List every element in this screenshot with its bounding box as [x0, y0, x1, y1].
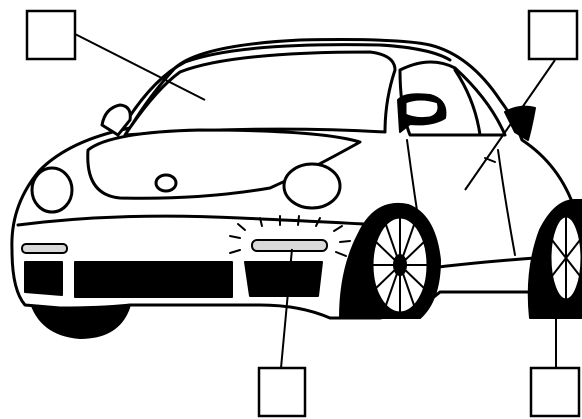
label-box-headlight[interactable]	[259, 368, 305, 416]
right-headlight	[284, 164, 340, 208]
left-headlight	[32, 168, 72, 212]
left-turn-light	[22, 244, 67, 253]
label-box-door[interactable]	[529, 11, 577, 59]
right-intake	[245, 262, 322, 296]
left-intake	[25, 262, 62, 295]
front-grille	[75, 262, 232, 297]
label-box-wheel[interactable]	[531, 368, 579, 416]
car-drawing	[12, 40, 582, 338]
windshield	[125, 52, 395, 135]
right-turn-light	[252, 240, 327, 251]
label-box-windshield[interactable]	[27, 11, 75, 59]
hood-emblem	[156, 175, 176, 191]
front-hub	[394, 255, 406, 275]
right-mirror-glass	[405, 99, 439, 119]
